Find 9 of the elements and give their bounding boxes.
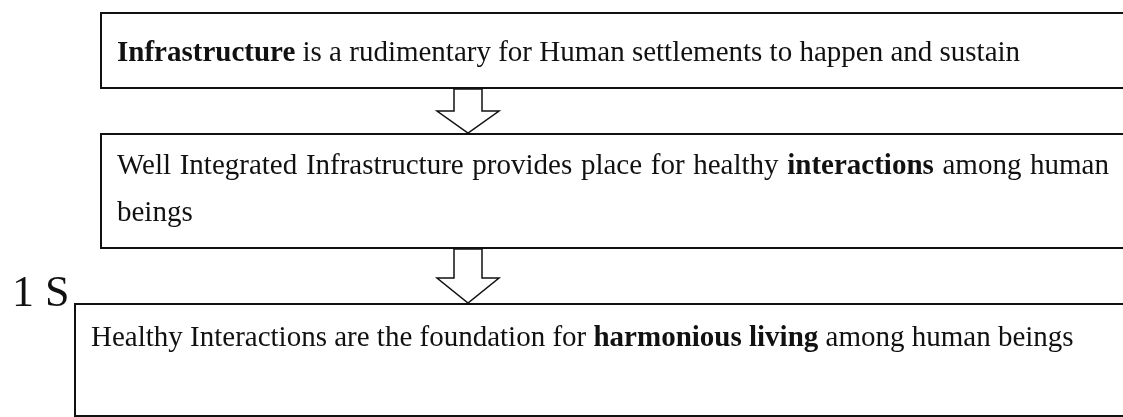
process-box [74, 303, 1123, 417]
box-text: Well Integrated Infrastructure provides place for healthy interactions among human beings [117, 147, 1109, 229]
block-arrow [434, 88, 502, 134]
heading-text: 1 S [12, 268, 70, 316]
box-text: Healthy Interactions are the foundation for harmonious living among human beings [91, 319, 1075, 354]
process-box [100, 12, 1123, 89]
process-box [100, 133, 1123, 249]
block-arrow [434, 248, 502, 304]
box-text: Infrastructure is a rudimentary for Human settlements to happen and sustain [117, 34, 1022, 69]
